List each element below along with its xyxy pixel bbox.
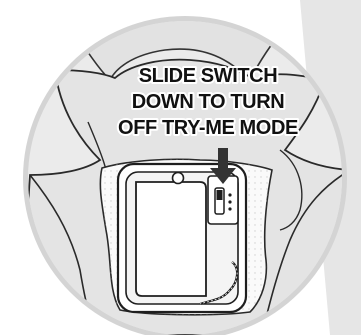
callout-line-1: SLIDE SWITCH [139,65,278,87]
callout-text: SLIDE SWITCH DOWN TO TURN OFF TRY-ME MOD… [118,65,298,139]
callout-line-2: DOWN TO TURN [132,91,285,113]
callout-line-3: OFF TRY-ME MODE [118,117,298,139]
device-hanger-hole [173,173,184,184]
device-face [136,182,206,296]
